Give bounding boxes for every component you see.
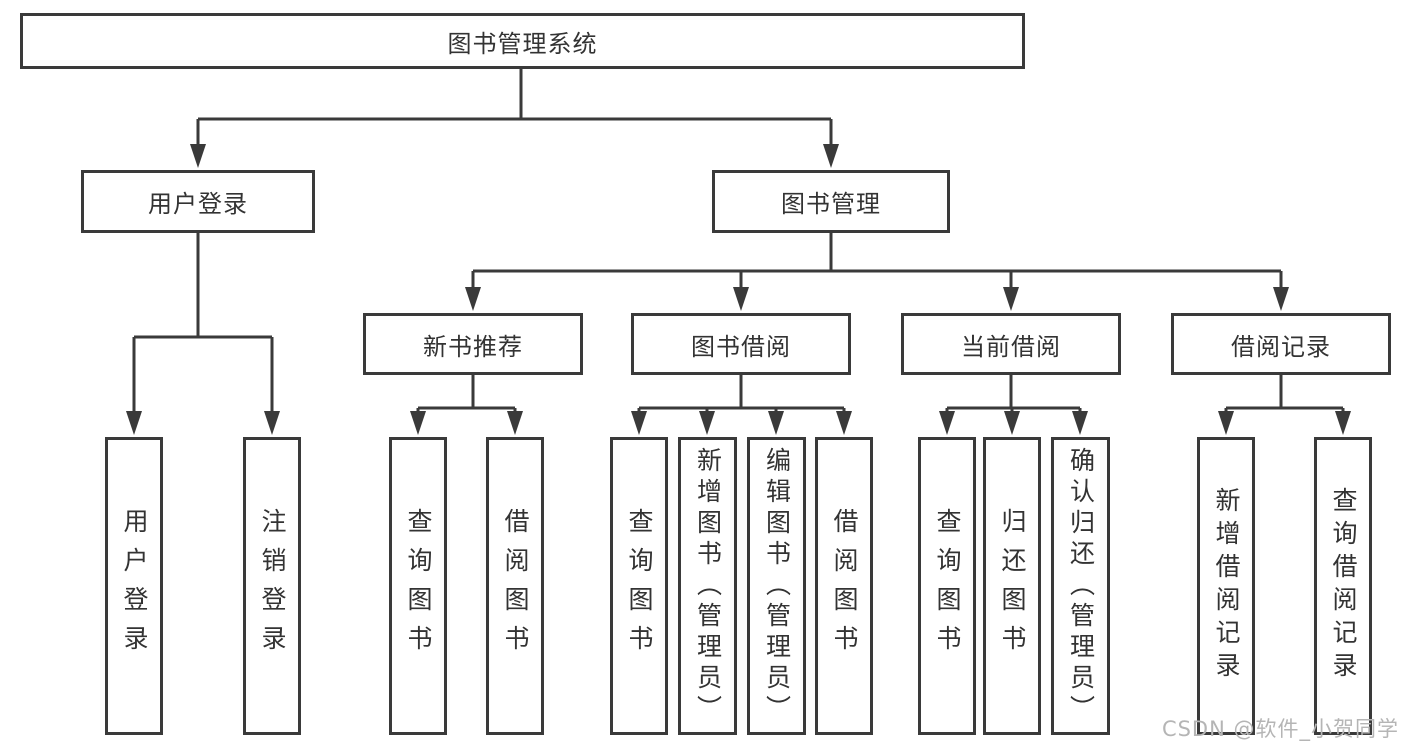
leaf-confirm-return-admin: 确认归还（管理员） bbox=[1051, 437, 1110, 735]
leaf-borrow-books-recommend: 借阅图书 bbox=[486, 437, 544, 735]
leaf-logout: 注销登录 bbox=[243, 437, 301, 735]
leaf-query-borrow-record: 查询借阅记录 bbox=[1314, 437, 1372, 735]
node-book-borrow: 图书借阅 bbox=[631, 313, 851, 375]
arrowheads bbox=[126, 144, 1351, 435]
leaf-user-login: 用户登录 bbox=[105, 437, 163, 735]
node-current-borrow: 当前借阅 bbox=[901, 313, 1121, 375]
node-user-login: 用户登录 bbox=[81, 170, 315, 233]
leaf-add-books-admin: 新增图书（管理员） bbox=[678, 437, 737, 735]
leaf-add-borrow-record: 新增借阅记录 bbox=[1197, 437, 1255, 735]
leaf-return-books: 归还图书 bbox=[983, 437, 1041, 735]
node-new-book-recommend: 新书推荐 bbox=[363, 313, 583, 375]
watermark-text: CSDN @软件_小贺同学 bbox=[1161, 717, 1399, 741]
leaf-query-books-current: 查询图书 bbox=[918, 437, 976, 735]
leaf-edit-books-admin: 编辑图书（管理员） bbox=[747, 437, 806, 735]
leaf-query-books-borrow: 查询图书 bbox=[610, 437, 668, 735]
leaf-query-books-recommend: 查询图书 bbox=[389, 437, 447, 735]
leaf-borrow-books: 借阅图书 bbox=[815, 437, 873, 735]
node-root: 图书管理系统 bbox=[20, 13, 1025, 69]
node-borrow-records: 借阅记录 bbox=[1171, 313, 1391, 375]
node-book-management: 图书管理 bbox=[712, 170, 950, 233]
